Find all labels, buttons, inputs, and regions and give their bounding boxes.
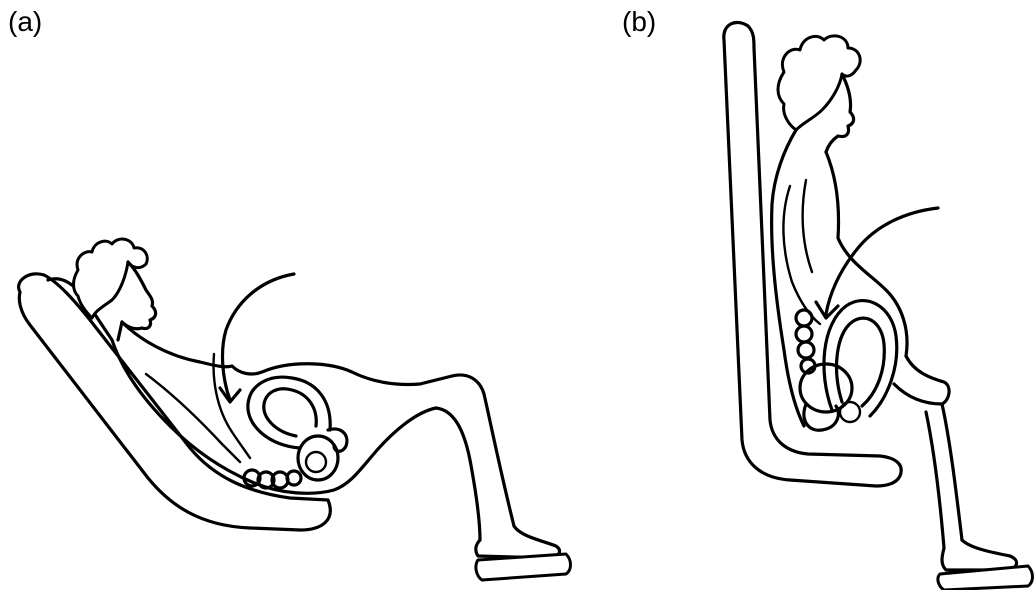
arrowhead-a: [220, 388, 240, 402]
panel-b-drawing: [724, 22, 1033, 590]
woman-a-hair: [74, 239, 148, 318]
vertebra-b-2: [796, 326, 812, 342]
vertebra-b-3: [798, 342, 814, 358]
uterus-a-inner: [264, 389, 316, 436]
woman-b-back: [772, 130, 804, 426]
woman-b-arm-inner: [803, 180, 812, 272]
woman-b-hair: [778, 36, 860, 130]
woman-a-foot: [476, 526, 560, 558]
uterus-b-inner: [837, 318, 885, 406]
woman-a-body: [112, 340, 436, 493]
woman-b-shin: [942, 404, 962, 540]
direction-arrow-a: [223, 274, 294, 400]
woman-a-thigh: [452, 375, 514, 526]
woman-a-belly: [122, 322, 452, 385]
baby-head-b-inner: [840, 402, 860, 422]
woman-b-calf: [926, 412, 944, 548]
vertebra-b-1: [796, 310, 812, 326]
baby-head-a: [298, 436, 338, 480]
woman-b-thigh-under: [894, 384, 942, 404]
woman-b-foot: [942, 540, 1017, 570]
footrest-a: [476, 554, 571, 580]
direction-arrow-b: [826, 208, 938, 314]
panel-a-drawing: [19, 239, 571, 580]
woman-a-calf: [436, 408, 480, 540]
baby-head-a-inner: [306, 452, 326, 472]
